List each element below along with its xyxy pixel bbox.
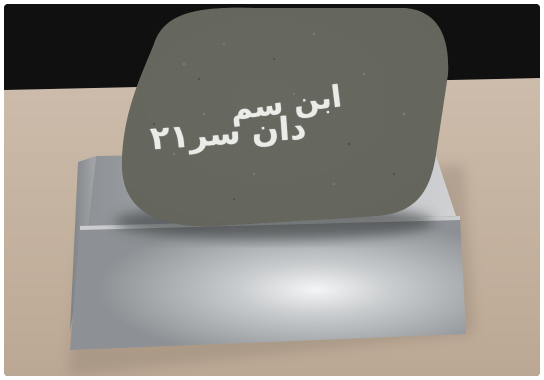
photo-scene: ابن سم دان سر۲۱: [4, 4, 540, 376]
scene-drawing: [4, 4, 540, 376]
